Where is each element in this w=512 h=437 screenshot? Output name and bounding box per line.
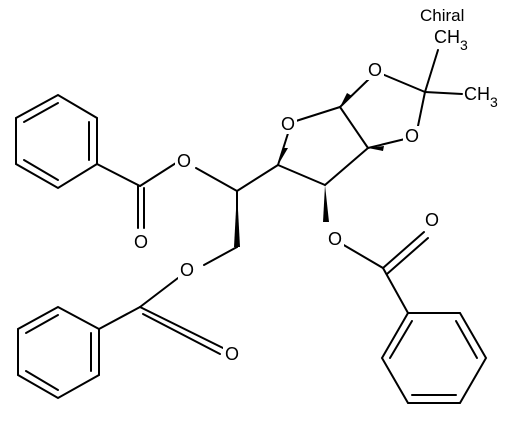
dioxolane-top-oxygen-label: O <box>368 60 382 80</box>
carbonyl-oxygen-a-label: O <box>134 232 148 252</box>
carbonyl-oxygen-b-label: O <box>225 344 239 364</box>
ester-oxygen-b-label: O <box>180 260 194 280</box>
benzoate-a <box>15 93 177 229</box>
carbonyl-oxygen-c-label: O <box>425 210 439 230</box>
stereo-wedges <box>234 93 384 247</box>
ring-oxygen-label: O <box>281 114 295 134</box>
ester-oxygen-a-label: O <box>177 151 191 171</box>
benzoate-c <box>341 231 488 404</box>
ester-oxygen-c-label: O <box>328 229 342 249</box>
dioxolane-bottom-oxygen-label: O <box>405 126 419 146</box>
chiral-label: Chiral <box>420 6 464 25</box>
benzoate-b <box>17 277 224 400</box>
